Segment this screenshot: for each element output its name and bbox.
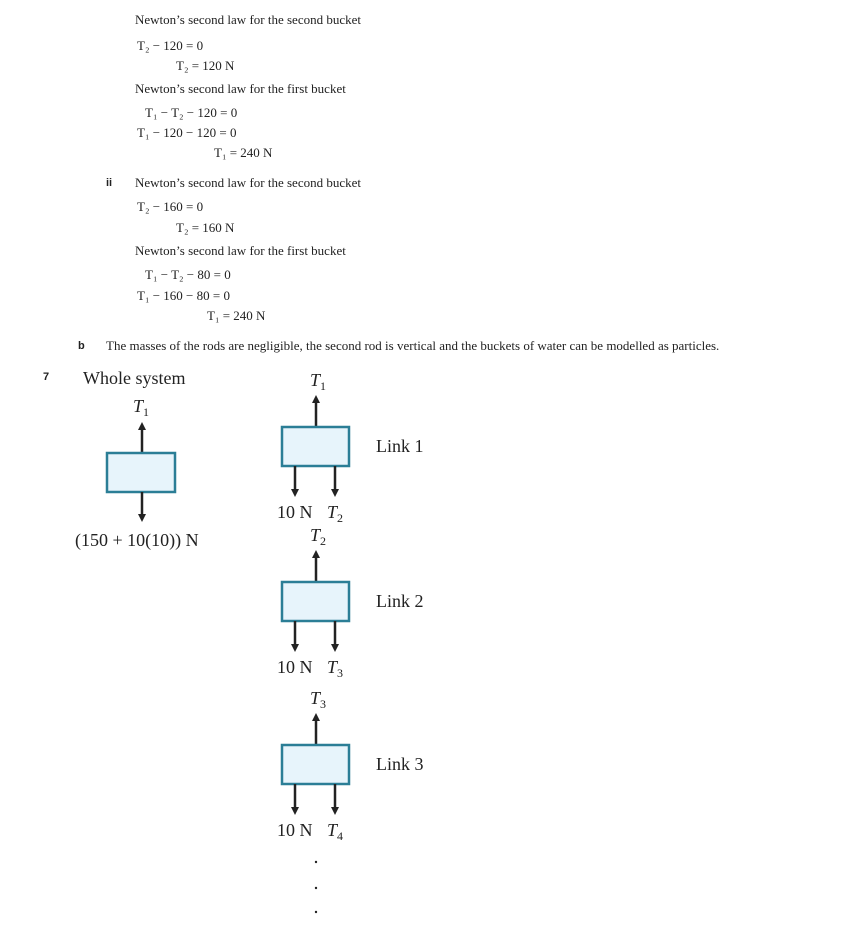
heading: Newton’s second law for the first bucket <box>135 81 346 96</box>
part-label: b <box>78 340 85 352</box>
equation: T₂ − 160 = 0 <box>137 199 204 214</box>
equation: T₁ = 240 N <box>207 308 266 323</box>
link-label: Link 1 <box>376 436 424 456</box>
continuation-dots <box>314 860 318 914</box>
tension-symbol: T <box>310 688 322 708</box>
tension-subscript: 3 <box>320 697 326 711</box>
equation: T₁ = 240 N <box>214 145 273 160</box>
tension-symbol: T <box>327 502 339 522</box>
equation: T₁ − T₂ − 120 = 0 <box>145 105 238 120</box>
equation: T₂ = 120 N <box>176 58 235 73</box>
tension-label: T1 <box>310 370 326 393</box>
equation: T₁ − 120 − 120 = 0 <box>137 125 237 140</box>
tension-symbol: T <box>310 370 322 390</box>
tension-label: T2 <box>327 502 343 525</box>
tension-label: T4 <box>327 820 343 843</box>
link-label: Link 2 <box>376 591 424 611</box>
tension-subscript: 1 <box>320 379 326 393</box>
tension-label: T3 <box>310 688 326 711</box>
equation: T₁ − 160 − 80 = 0 <box>137 288 230 303</box>
part-text: The masses of the rods are negligible, t… <box>106 338 720 353</box>
tension-symbol: T <box>310 525 322 545</box>
weight-label: 10 N <box>277 657 313 677</box>
dot <box>314 860 318 864</box>
equation: T₂ − 120 = 0 <box>137 38 204 53</box>
tension-subscript: 2 <box>320 534 326 548</box>
whole-system-diagram: T1 (150 + 10(10)) N <box>75 396 199 551</box>
tension-subscript: 3 <box>337 666 343 680</box>
force-subscript: 1 <box>143 405 149 419</box>
heading: Newton’s second law for the first bucket <box>135 243 346 258</box>
weight-label: 10 N <box>277 502 313 522</box>
equation: T₁ − T₂ − 80 = 0 <box>145 267 231 282</box>
force-symbol: T <box>133 396 145 416</box>
tension-label: T2 <box>310 525 326 548</box>
heading: Newton’s second law for the second bucke… <box>135 12 361 27</box>
link-box <box>280 580 351 623</box>
link-box <box>280 425 351 468</box>
dot <box>314 910 318 914</box>
equation: T₂ = 160 N <box>176 220 235 235</box>
dot <box>314 886 318 890</box>
weight-label: (150 + 10(10)) N <box>75 530 199 551</box>
part-label: ii <box>106 177 113 189</box>
tension-symbol: T <box>327 820 339 840</box>
weight-label: 10 N <box>277 820 313 840</box>
tension-symbol: T <box>327 657 339 677</box>
link-label: Link 3 <box>376 754 424 774</box>
whole-system-title: Whole system <box>83 368 185 388</box>
tension-label: T3 <box>327 657 343 680</box>
question-number: 7 <box>43 371 50 383</box>
heading: Newton’s second law for the second bucke… <box>135 175 361 190</box>
tension-subscript: 2 <box>337 511 343 525</box>
tension-subscript: 4 <box>337 829 343 843</box>
body-box <box>105 451 177 494</box>
force-label: T1 <box>133 396 149 419</box>
link-box <box>280 743 351 786</box>
